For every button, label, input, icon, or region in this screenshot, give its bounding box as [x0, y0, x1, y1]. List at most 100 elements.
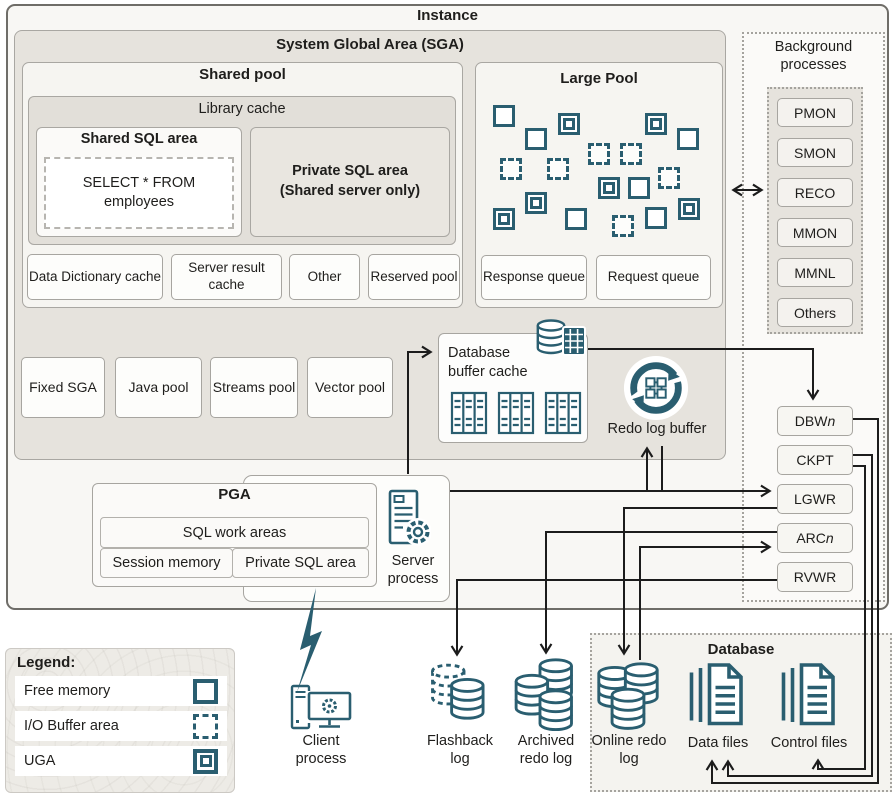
process-name: ARC [796, 530, 826, 546]
legend-label: UGA [24, 753, 56, 769]
sga-title: System Global Area (SGA) [276, 36, 464, 53]
legend-title: Legend: [17, 654, 76, 671]
redo-log-buffer-label: Redo log buffer [607, 421, 707, 437]
session-memory-box: Session memory [100, 548, 233, 578]
database-buffer-cache-label: Database buffer cache [448, 345, 528, 380]
database-cylinder-icon [536, 319, 586, 356]
shared-pool-cache-box: Data Dictionary cache [27, 254, 163, 300]
buffer-blocks-icon [497, 391, 535, 435]
legend-label: Free memory [24, 683, 111, 699]
legend-row: Free memory [15, 676, 227, 706]
legend-swatch-icon [193, 678, 218, 704]
sga-pool-box: Streams pool [210, 357, 298, 418]
library-cache-title: Library cache [198, 101, 286, 117]
memory-square [645, 113, 667, 135]
large-pool-title: Large Pool [560, 70, 638, 87]
memory-square [658, 167, 680, 189]
archived-redo-log-label: Archived redo log [517, 733, 575, 767]
background-process-box: MMNL [777, 258, 853, 287]
sga-pool-box: Java pool [115, 357, 202, 418]
private-sql-area-box: Private SQL area (Shared server only) [250, 127, 450, 237]
memory-square [612, 215, 634, 237]
queue-box: Request queue [596, 255, 711, 300]
legend-label: I/O Buffer area [24, 718, 119, 734]
shared-pool-cache-box: Reserved pool [368, 254, 460, 300]
data-files-icon [689, 663, 743, 726]
background-processes-title: Background processes [774, 39, 853, 74]
process-suffix: n [825, 530, 834, 546]
flashback-log-icon [431, 663, 485, 720]
memory-square [588, 143, 610, 165]
large-pool-memory-squares [475, 62, 723, 308]
memory-square [598, 177, 620, 199]
redo-log-buffer-icon [623, 355, 689, 421]
buffer-blocks-icon [544, 391, 582, 435]
shared-pool-cache-box: Server result cache [171, 254, 282, 300]
process-name: DBW [794, 413, 828, 429]
memory-square [493, 208, 515, 230]
server-process-label: Server process [387, 553, 439, 588]
process-name: RVWR [793, 569, 837, 585]
background-processes-inner-box [767, 87, 863, 334]
memory-square [525, 128, 547, 150]
archived-redo-log-icon [514, 658, 573, 732]
memory-square [565, 208, 587, 230]
pga-private-sql-area-box: Private SQL area [232, 548, 369, 578]
background-process-box: Others [777, 298, 853, 327]
writer-process-box: RVWR [777, 562, 853, 592]
memory-square [620, 143, 642, 165]
background-process-box: PMON [777, 98, 853, 127]
memory-square [678, 198, 700, 220]
database-title: Database [707, 641, 775, 658]
client-process-label: Client process [295, 733, 347, 768]
legend-swatch-icon [193, 713, 218, 739]
private-sql-area-subtitle: (Shared server only) [279, 183, 421, 199]
sql-work-areas-box: SQL work areas [100, 517, 369, 548]
flashback-log-label: Flashback log [426, 733, 494, 767]
online-redo-log-icon [597, 662, 659, 730]
process-suffix: n [827, 413, 836, 429]
sga-pool-box: Fixed SGA [21, 357, 105, 418]
shared-pool-title: Shared pool [199, 66, 286, 83]
control-files-label: Control files [770, 735, 848, 751]
shared-sql-query-box: SELECT * FROM employees [44, 157, 234, 229]
background-process-list: PMON SMON RECO MMON MMNL Others [777, 98, 853, 327]
client-process-icon [290, 684, 352, 730]
writer-process-box: CKPT [777, 445, 853, 475]
legend-swatch-icon [193, 748, 218, 774]
memory-square [500, 158, 522, 180]
data-files-label: Data files [687, 735, 749, 751]
online-redo-log-label: Online redo log [591, 733, 667, 767]
memory-square [677, 128, 699, 150]
memory-square [628, 177, 650, 199]
writer-process-box: LGWR [777, 484, 853, 514]
background-process-box: MMON [777, 218, 853, 247]
memory-square [525, 192, 547, 214]
sga-pool-box: Vector pool [307, 357, 393, 418]
background-process-box: RECO [777, 178, 853, 207]
server-process-icon [388, 489, 431, 546]
memory-square [558, 113, 580, 135]
legend-row: I/O Buffer area [15, 711, 227, 741]
shared-sql-area-title: Shared SQL area [80, 131, 198, 147]
shared-pool-cache-box: Other [289, 254, 360, 300]
legend-row: UGA [15, 746, 227, 776]
memory-square [493, 105, 515, 127]
instance-title: Instance [417, 7, 478, 24]
background-process-box: SMON [777, 138, 853, 167]
pga-title: PGA [218, 486, 251, 503]
private-sql-area-title: Private SQL area [292, 163, 408, 180]
process-name: LGWR [794, 491, 836, 507]
queue-box: Response queue [481, 255, 587, 300]
process-name: CKPT [796, 452, 834, 468]
control-files-icon [781, 663, 835, 726]
memory-square [645, 207, 667, 229]
